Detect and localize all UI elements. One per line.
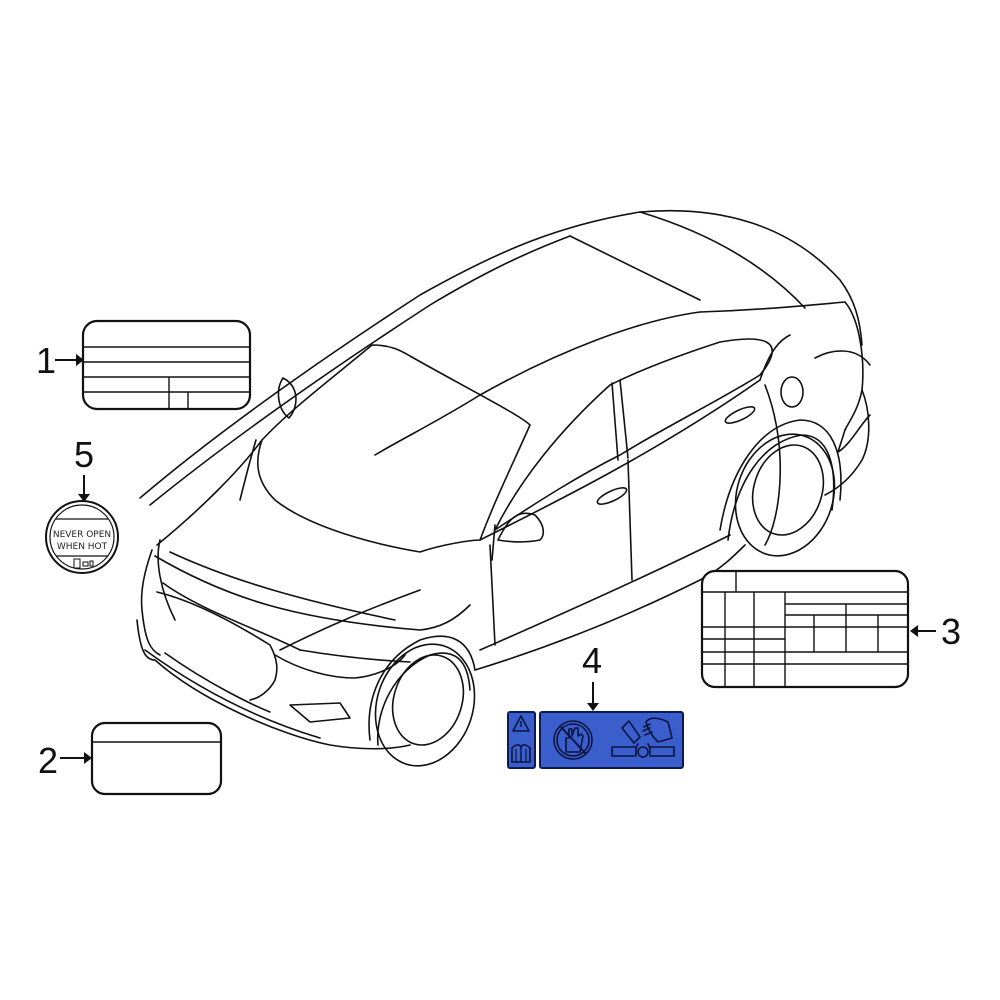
callout-5[interactable]: 5 NEVER OPEN WHEN HOT	[45, 434, 119, 574]
warning-triangle-icon	[512, 715, 530, 732]
callout-1[interactable]: 1	[36, 319, 252, 411]
callout-3[interactable]: 3	[700, 569, 961, 689]
cap-text-line2: WHEN HOT	[57, 542, 108, 552]
arrow-left-icon	[910, 625, 936, 637]
fan-belt-hand-icon	[611, 717, 675, 758]
arrow-down-icon	[78, 475, 90, 502]
callout-number-3: 3	[941, 611, 961, 652]
arrow-right-icon	[60, 752, 92, 764]
callout-number-4: 4	[582, 640, 602, 681]
label-part-3-grid	[700, 569, 910, 689]
callout-number-2: 2	[38, 740, 58, 781]
label-part-1	[81, 319, 252, 411]
label-part-4-warning-decal	[507, 711, 684, 769]
arrow-right-icon	[55, 354, 84, 366]
arrow-down-icon	[587, 682, 599, 711]
cap-text-line1: NEVER OPEN	[53, 530, 111, 540]
no-hand-icon	[553, 720, 593, 760]
callout-number-5: 5	[74, 434, 94, 475]
label-part-2	[90, 721, 223, 796]
manual-book-icon	[511, 744, 531, 763]
label-part-5-radiator-cap: NEVER OPEN WHEN HOT	[45, 500, 119, 574]
vehicle-outline	[136, 209, 871, 767]
callout-2[interactable]: 2	[38, 721, 223, 796]
callout-4[interactable]: 4	[507, 640, 684, 769]
callout-number-1: 1	[36, 340, 56, 381]
